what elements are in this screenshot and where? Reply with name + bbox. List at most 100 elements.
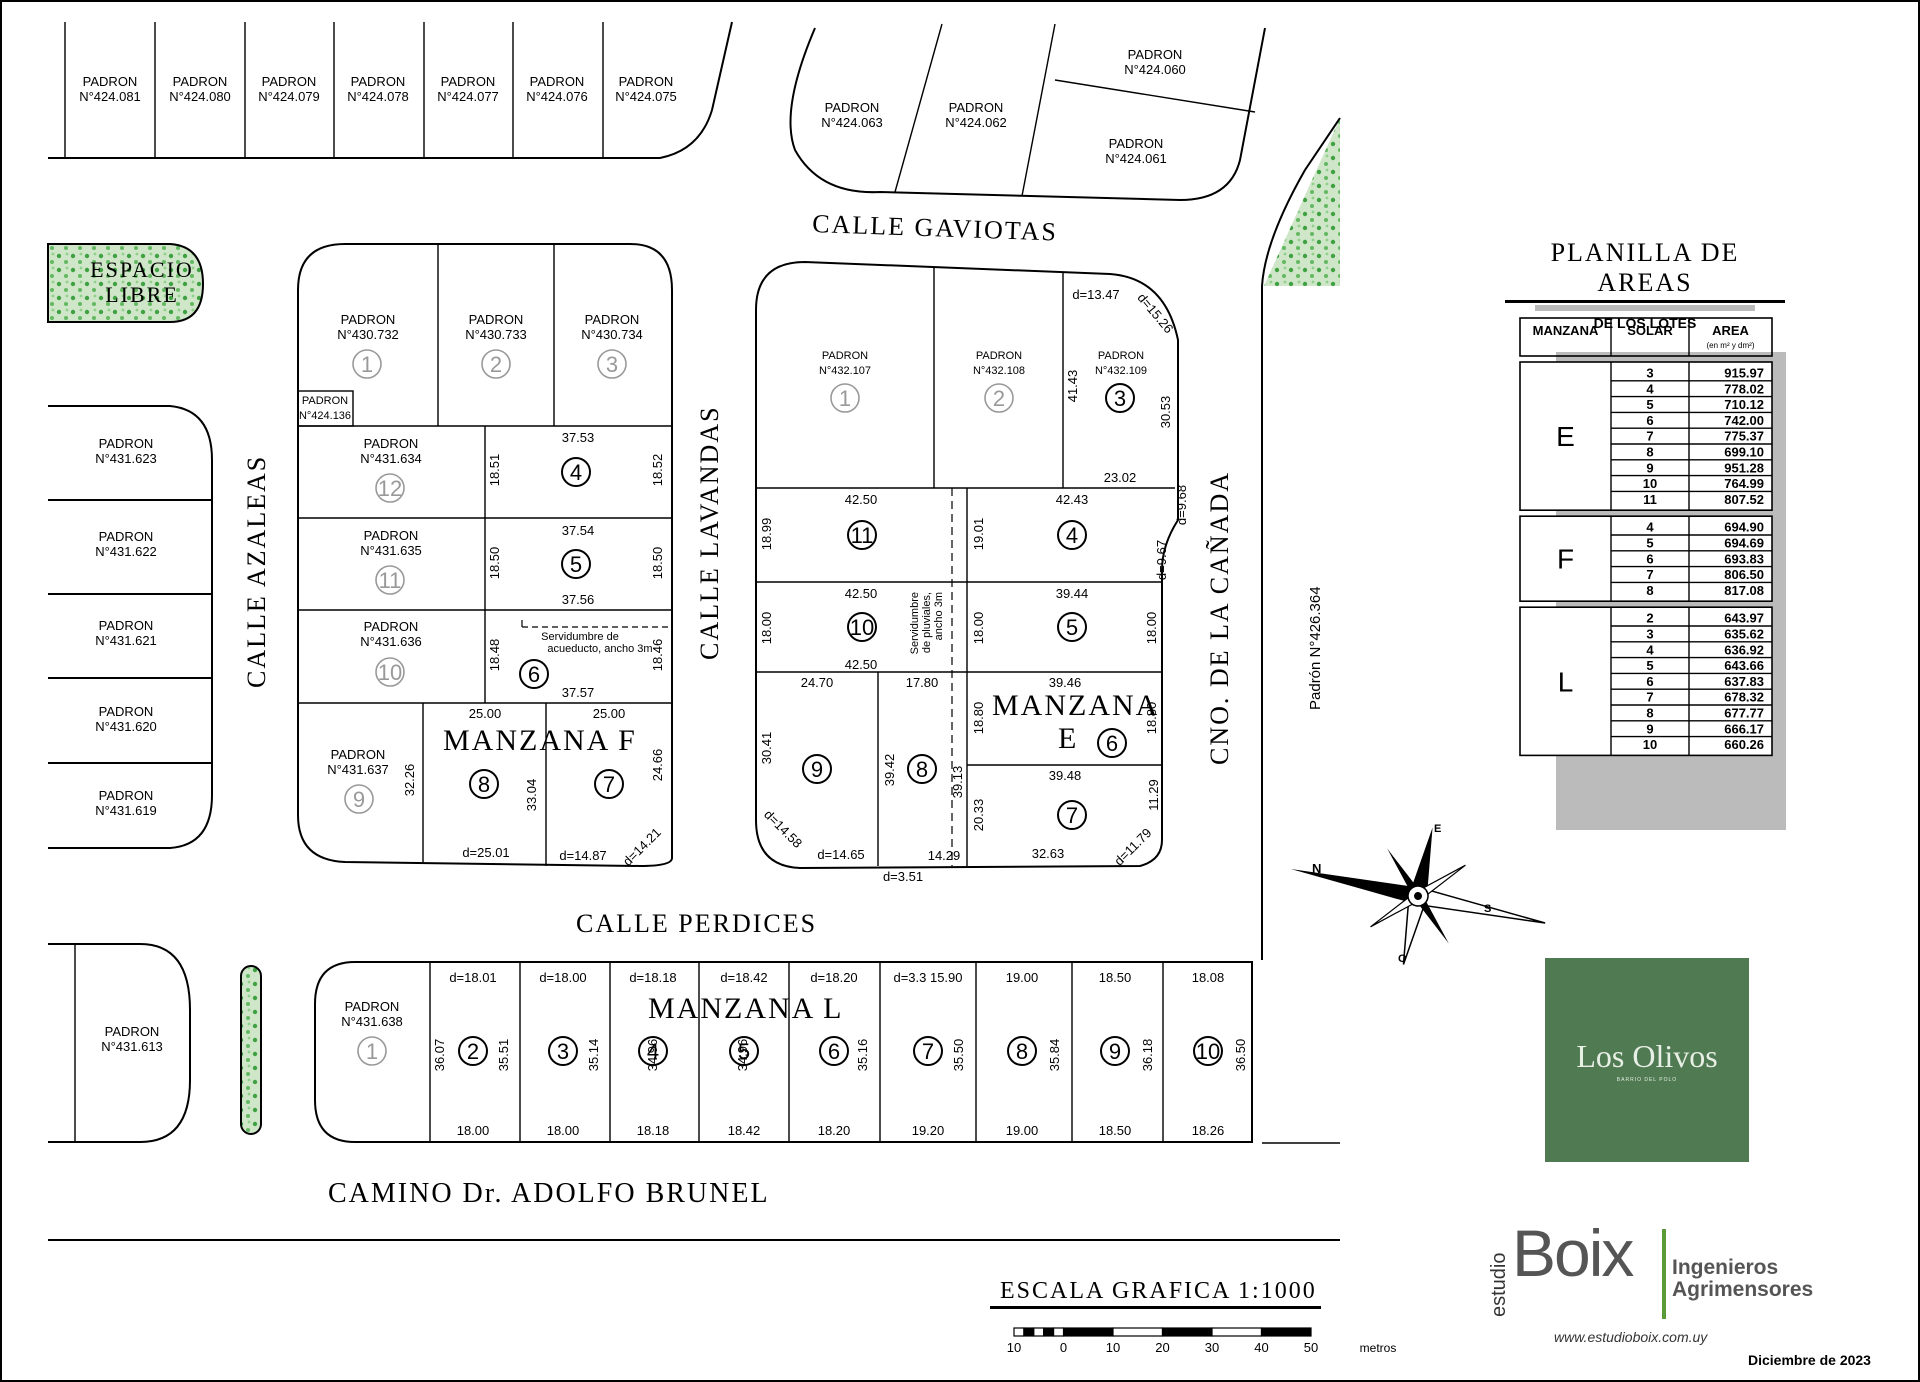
- lot-f-11-circle: [375, 565, 405, 595]
- lot-l-6-circle: [819, 1036, 849, 1066]
- dim-f-10: 25.00: [469, 706, 502, 721]
- street-perdices: CALLE PERDICES: [576, 909, 817, 938]
- lot-e-10-number: 10: [850, 615, 874, 640]
- dim-f-9: 37.57: [562, 685, 595, 700]
- lot-e-1-number: 1: [839, 386, 851, 411]
- lot-e-2-number: 2: [993, 386, 1005, 411]
- lot-l-10-circle: [1193, 1036, 1223, 1066]
- lot-e-11-circle: [847, 520, 877, 550]
- dim-e-26: 20.33: [971, 799, 986, 832]
- padron-l-number: N°431.638: [341, 1014, 403, 1029]
- dim-f-13: 33.04: [524, 779, 539, 812]
- scale-subsegment-0: [1013, 1327, 1025, 1337]
- lot-f-6-circle: [519, 659, 549, 689]
- scale-segment-1: [1112, 1327, 1164, 1337]
- padron-left-0-word: PADRON: [99, 436, 154, 451]
- area-value-L-7: 678.32: [1724, 690, 1764, 705]
- padron-left-5-word: PADRON: [105, 1024, 160, 1039]
- lot-f-12-circle: [375, 473, 405, 503]
- dim-f-14: 24.66: [650, 749, 665, 782]
- area-value-L-2: 643.97: [1724, 611, 1764, 626]
- padron-top-4-word: PADRON: [441, 74, 496, 89]
- lot-l-7-circle: [913, 1036, 943, 1066]
- area-solar-F-4: 4: [1646, 520, 1654, 535]
- padron-top-2-word: PADRON: [262, 74, 317, 89]
- dim-l-side-6: 35.50: [951, 1039, 966, 1072]
- dim-l-top-7: 18.50: [1099, 970, 1132, 985]
- compass-e: E: [1434, 823, 1441, 835]
- padron-topright-0-word: PADRON: [825, 100, 880, 115]
- scale-subsegment-4: [1052, 1327, 1065, 1337]
- area-value-E-9: 951.28: [1724, 460, 1764, 475]
- dim-f-7: 18.48: [487, 639, 502, 672]
- dim-e-8: 18.99: [759, 518, 774, 551]
- espacio-libre-label-1: ESPACIO: [90, 257, 194, 282]
- dim-l-side-4: 34.96: [735, 1039, 750, 1072]
- padron-left-1-word: PADRON: [99, 529, 154, 544]
- lot-e-3-number: 3: [1114, 386, 1126, 411]
- street-lavandas: CALLE LAVANDAS: [695, 405, 724, 660]
- padron-f-6-number: N°431.636: [360, 634, 422, 649]
- lot-e-6-number: 6: [1106, 731, 1118, 756]
- lot-f-5-circle: [561, 549, 591, 579]
- lot-f-2-circle: [481, 349, 511, 379]
- padron-top-6-number: N°424.075: [615, 89, 677, 104]
- boix-ingenieros: Ingenieros Agrimensores: [1672, 1257, 1813, 1301]
- dim-e-15: 18.00: [1144, 612, 1159, 645]
- padron-topright-2-word: PADRON: [1128, 47, 1183, 62]
- padron-f-2-number: N°430.734: [581, 327, 643, 342]
- scale-subsegment-1: [1023, 1327, 1035, 1337]
- dim-e-20: 30.41: [759, 732, 774, 765]
- manzana-e-block: [755, 260, 1179, 870]
- green-strip: [240, 965, 262, 1135]
- padron-top-3-word: PADRON: [351, 74, 406, 89]
- padron-f-3-number: N°424.136: [299, 410, 351, 422]
- dim-f-2: 18.52: [650, 454, 665, 487]
- padron-f-3-word: PADRON: [302, 395, 348, 407]
- dim-e-3: 30.53: [1158, 396, 1173, 429]
- area-solar-L-7: 7: [1646, 690, 1653, 705]
- lot-e-3-circle: [1105, 383, 1135, 413]
- manzana-e-padrons: PADRONN°432.107PADRONN°432.108PADRONN°43…: [819, 350, 1147, 377]
- dim-e-12: 39.44: [1056, 586, 1089, 601]
- dim-l-side-8: 36.18: [1140, 1039, 1155, 1072]
- los-olivos-name: Los Olivos: [1576, 1037, 1718, 1074]
- lot-l-3-number: 3: [557, 1039, 569, 1064]
- area-value-L-10: 660.26: [1724, 737, 1764, 752]
- lot-l-1-number: 1: [366, 1039, 378, 1064]
- dim-l-top-2: d=18.18: [629, 970, 676, 985]
- lot-l-4-number: 4: [647, 1039, 659, 1064]
- area-header-solar: SOLAR: [1627, 323, 1673, 338]
- lot-l-2-number: 2: [467, 1039, 479, 1064]
- lot-e-4-number: 4: [1066, 523, 1078, 548]
- area-value-E-3: 915.97: [1724, 366, 1764, 381]
- manzana-e-label-1: MANZANA: [992, 689, 1159, 722]
- dim-f-1: 18.51: [487, 454, 502, 487]
- dim-l-bottom-8: 18.26: [1192, 1123, 1225, 1138]
- area-value-E-10: 764.99: [1724, 476, 1764, 491]
- padron-left-3-word: PADRON: [99, 704, 154, 719]
- area-solar-E-7: 7: [1646, 429, 1653, 444]
- dim-e-27: 11.29: [1146, 779, 1161, 811]
- lot-f-8-circle: [469, 769, 499, 799]
- dim-e-19: 39.46: [1049, 675, 1082, 690]
- padron-f-2-word: PADRON: [585, 312, 640, 327]
- dim-e-16: 42.50: [845, 657, 878, 672]
- lot-e-7-circle: [1057, 800, 1087, 830]
- padron-f-4-number: N°431.634: [360, 451, 422, 466]
- dim-l-bottom-6: 19.00: [1006, 1123, 1039, 1138]
- padron-left-0-number: N°431.623: [95, 451, 157, 466]
- lot-l-1-circle: [357, 1036, 387, 1066]
- dim-l-top-8: 18.08: [1192, 970, 1225, 985]
- area-header-area: AREA: [1712, 323, 1749, 338]
- dim-l-side-3: 34.96: [645, 1039, 660, 1072]
- scale-tick-5: 40: [1254, 1340, 1268, 1355]
- dim-f-15: d=25.01: [462, 845, 509, 860]
- area-solar-F-5: 5: [1646, 536, 1653, 551]
- manzana-l-block: [314, 961, 1253, 1143]
- lot-l-8-number: 8: [1016, 1039, 1028, 1064]
- area-solar-E-5: 5: [1646, 397, 1653, 412]
- planilla-subtitle: DE LOS LOTES: [1593, 315, 1697, 331]
- padron-topright-3-number: N°424.061: [1105, 151, 1167, 166]
- lot-f-2-number: 2: [490, 352, 502, 377]
